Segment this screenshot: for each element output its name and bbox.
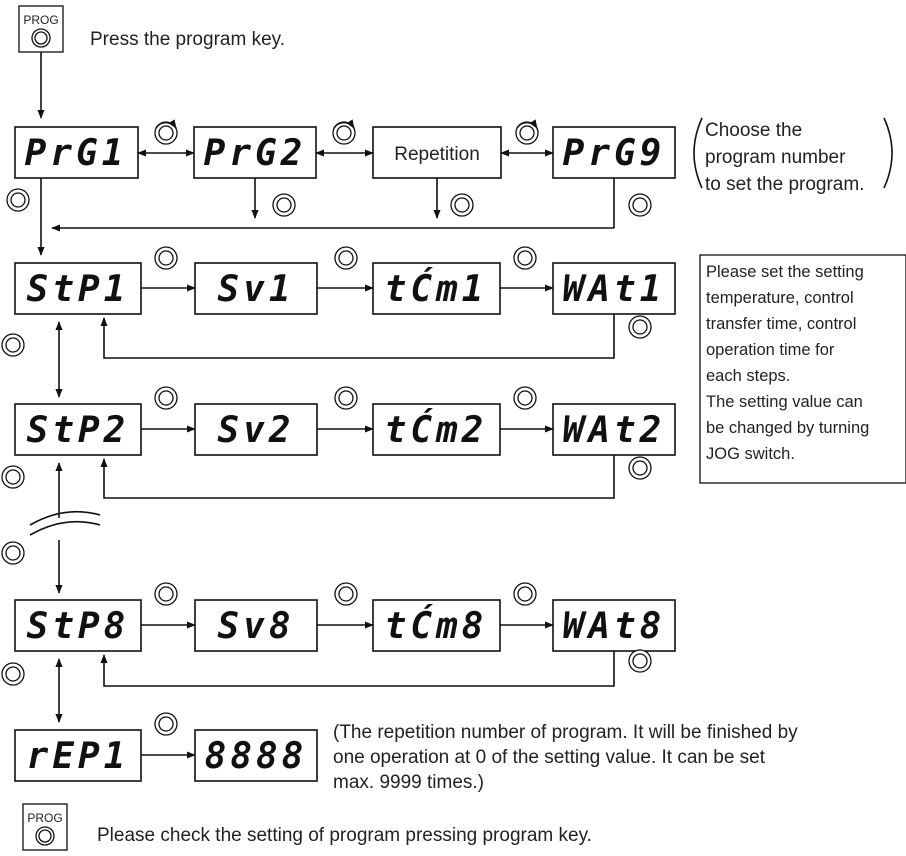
right-paren — [883, 117, 893, 189]
display-prg9: PrG9 — [552, 126, 676, 179]
jog-rotate-icon — [154, 119, 178, 145]
svg-text:PrG9: PrG9 — [563, 133, 666, 174]
jog-knob-icon — [6, 188, 30, 212]
rep-note-line-3: max. 9999 times.) — [333, 772, 484, 793]
display-rep1: rEP1 — [14, 729, 142, 782]
jog-rotate-icon — [1, 541, 25, 565]
jog-knob-icon — [334, 386, 358, 410]
svg-text:Sv8: Sv8 — [217, 606, 294, 647]
svg-text:transfer time, control: transfer time, control — [706, 315, 856, 333]
svg-text:Sv1: Sv1 — [217, 269, 294, 310]
svg-text:Please set the setting: Please set the setting — [706, 263, 864, 281]
jog-knob-icon — [154, 582, 178, 606]
svg-text:StP2: StP2 — [27, 410, 130, 451]
jog-knob-icon — [628, 456, 652, 480]
step-note-box: Please set the setting temperature, cont… — [699, 254, 906, 484]
svg-text:PrG2: PrG2 — [204, 133, 307, 174]
check-setting-caption: Please check the setting of program pres… — [97, 825, 592, 846]
jog-knob-icon — [628, 315, 652, 339]
left-paren — [693, 117, 703, 189]
prog-key-bottom[interactable]: PROG — [22, 803, 68, 851]
step-row-1: StP1 Sv1 tĆm1 WAt1 — [14, 246, 676, 359]
jog-rotate-icon — [332, 119, 356, 145]
jog-knob-icon — [334, 246, 358, 270]
jog-knob-icon — [628, 649, 652, 673]
display-sv2 — [194, 403, 318, 456]
break-mark — [29, 510, 101, 526]
program-note-line-3: to set the program. — [705, 174, 864, 195]
jog-rotate-icon — [1, 465, 25, 489]
display-tm1 — [372, 262, 501, 315]
jog-knob-icon — [272, 193, 296, 217]
step-row-8: StP8 Sv8 tĆm8 WAt8 — [14, 582, 676, 687]
svg-text:tĆm8: tĆm8 — [385, 605, 488, 647]
rep-note-line-1: (The repetition number of program. It wi… — [333, 722, 798, 743]
jog-knob-icon — [450, 193, 474, 217]
jog-rotate-icon — [515, 119, 539, 145]
svg-text:Sv2: Sv2 — [217, 410, 294, 451]
jog-rotate-icon — [1, 662, 25, 686]
prog-key-label: PROG — [23, 13, 58, 27]
svg-text:rEP1: rEP1 — [27, 736, 130, 777]
jog-knob-icon — [154, 386, 178, 410]
svg-text:WAt1: WAt1 — [563, 269, 666, 310]
display-stp1 — [14, 262, 142, 315]
display-tm2 — [372, 403, 501, 456]
svg-text:8888: 8888 — [205, 736, 308, 777]
program-note-line-2: program number — [705, 147, 846, 168]
press-program-key-caption: Press the program key. — [90, 29, 285, 50]
svg-text:PrG1: PrG1 — [25, 133, 128, 174]
prog-key-top[interactable]: PROG — [18, 5, 64, 53]
display-tm8 — [372, 599, 501, 652]
break-mark — [29, 520, 101, 536]
svg-text:JOG switch.: JOG switch. — [706, 445, 795, 463]
display-prg1: PrG1 — [14, 126, 139, 179]
svg-text:each steps.: each steps. — [706, 367, 790, 385]
jog-knob-icon — [513, 386, 537, 410]
jog-knob-icon — [154, 712, 178, 736]
step-row-2: StP2 Sv2 tĆm2 WAt2 — [14, 386, 676, 499]
display-wat8 — [552, 599, 676, 652]
jog-knob-icon — [334, 582, 358, 606]
repetition-box: Repetition — [372, 126, 502, 179]
svg-text:WAt2: WAt2 — [563, 410, 666, 451]
display-wat2 — [552, 403, 676, 456]
svg-text:be changed by turning: be changed by turning — [706, 419, 869, 437]
jog-knob-icon — [154, 246, 178, 270]
prog-key-label: PROG — [27, 811, 62, 825]
jog-rotate-icon — [1, 333, 25, 357]
jog-knob-icon — [513, 582, 537, 606]
svg-text:Repetition: Repetition — [394, 144, 480, 165]
display-wat1 — [552, 262, 676, 315]
display-sv1 — [194, 262, 318, 315]
display-stp2 — [14, 403, 142, 456]
display-stp8 — [14, 599, 142, 652]
svg-text:StP8: StP8 — [27, 606, 130, 647]
svg-text:operation time for: operation time for — [706, 341, 835, 359]
svg-text:WAt8: WAt8 — [563, 606, 666, 647]
rep-note-line-2: one operation at 0 of the setting value.… — [333, 747, 766, 768]
svg-text:The setting value can: The setting value can — [706, 393, 863, 411]
svg-text:temperature, control: temperature, control — [706, 289, 854, 307]
program-note-line-1: Choose the — [705, 120, 802, 141]
svg-text:StP1: StP1 — [27, 269, 130, 310]
jog-knob-icon — [628, 193, 652, 217]
display-rep-value: 8888 — [194, 729, 318, 782]
jog-knob-icon — [513, 246, 537, 270]
display-prg2: PrG2 — [193, 126, 317, 179]
svg-text:tĆm2: tĆm2 — [385, 409, 488, 451]
svg-text:tĆm1: tĆm1 — [385, 268, 488, 310]
